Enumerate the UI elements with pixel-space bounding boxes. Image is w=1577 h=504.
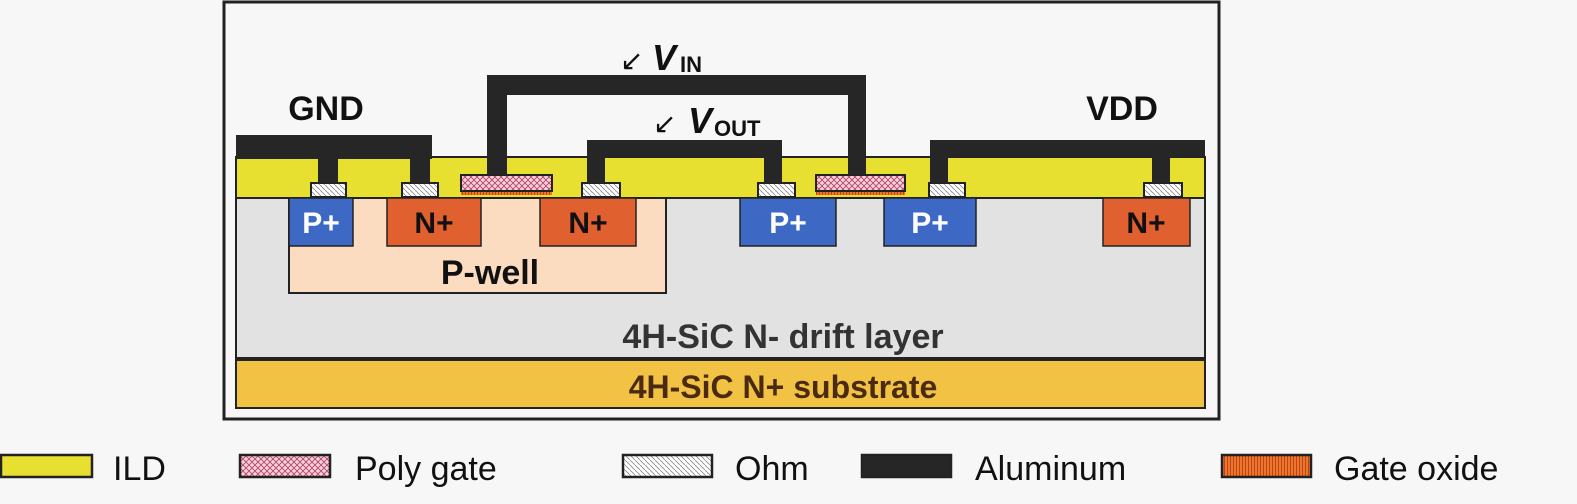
vin-label: ↙ V IN: [620, 37, 702, 78]
arrow-icon: ↙: [653, 108, 676, 139]
legend-swatch-aluminum: [860, 453, 953, 479]
n-plus-region: [1102, 197, 1191, 247]
svg-text:V: V: [688, 100, 715, 141]
drift-label: 4H-SiC N- drift layer: [622, 318, 943, 356]
aluminum-interconnects: [236, 75, 1205, 183]
p-plus-region: [288, 197, 354, 247]
p-plus-label: P+: [769, 207, 807, 240]
gnd-metal: [236, 135, 432, 183]
legend-swatch-ohm: [621, 453, 714, 479]
legend-label: Gate oxide: [1334, 450, 1498, 488]
svg-text:V: V: [652, 37, 679, 78]
poly-gate: [815, 174, 906, 192]
svg-text:OUT: OUT: [714, 116, 761, 141]
p-plus-region: [739, 197, 837, 247]
ohmic-contact: [1143, 182, 1183, 198]
substrate-label: 4H-SiC N+ substrate: [629, 369, 938, 405]
p-plus-label: P+: [911, 207, 949, 240]
n-plus-label: N+: [414, 207, 453, 240]
n-plus-label: N+: [1126, 207, 1165, 240]
gate-oxide: [816, 191, 905, 195]
substrate-layer: [235, 359, 1206, 409]
ohmic-contacts: [310, 182, 1183, 198]
gnd-label: GND: [288, 90, 364, 128]
legend-swatch-poly-gate: [238, 453, 332, 479]
ild-layer: [235, 156, 1206, 199]
ohmic-contact: [581, 182, 621, 198]
n-plus-region: [386, 197, 482, 247]
legend-label: Aluminum: [975, 450, 1126, 488]
arrow-icon: ↙: [620, 45, 643, 76]
legend-label: Poly gate: [355, 450, 497, 488]
vin-metal: [487, 75, 866, 175]
n-plus-region: [539, 197, 637, 247]
vout-label: ↙ V OUT: [653, 100, 761, 141]
ohmic-contact: [928, 182, 966, 198]
vdd-label: VDD: [1086, 90, 1158, 128]
legend-label: ILD: [113, 450, 166, 488]
legend: ILD Poly gate Ohm Aluminum Gate oxide: [0, 450, 1498, 488]
legend-swatch-gate-oxide: [1220, 453, 1313, 479]
p-well-label: P-well: [441, 254, 539, 292]
poly-gate: [460, 174, 553, 192]
vdd-metal: [930, 140, 1205, 183]
doped-region-labels: P+ N+ N+ P+ P+ N+: [302, 207, 1165, 240]
p-plus-label: P+: [302, 207, 340, 240]
legend-label: Ohm: [735, 450, 809, 488]
legend-swatch-ild: [0, 453, 94, 479]
ohmic-contact: [757, 182, 796, 198]
gate-oxide: [461, 191, 552, 195]
svg-text:IN: IN: [680, 52, 702, 77]
vout-metal: [587, 140, 782, 183]
ohmic-contact: [310, 182, 347, 198]
doped-regions: [288, 197, 1191, 247]
p-plus-region: [883, 197, 977, 247]
n-plus-label: N+: [568, 207, 607, 240]
ohmic-contact: [401, 182, 439, 198]
